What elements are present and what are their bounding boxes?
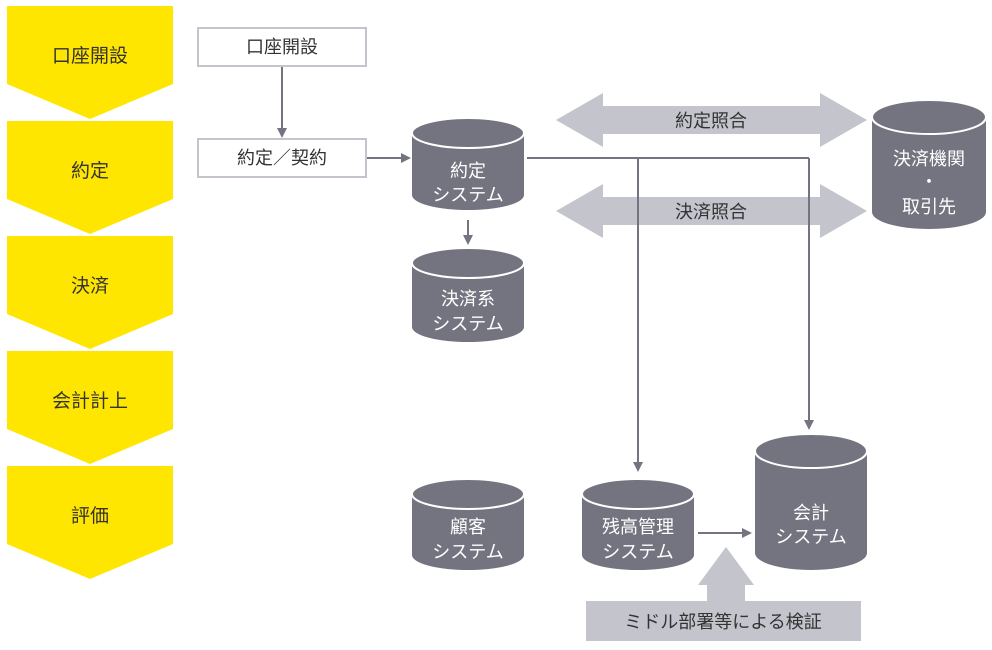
cylinder-settlement-system: 決済系 システム <box>411 247 525 342</box>
verification-callout: ミドル部署等による検証 <box>586 547 861 641</box>
stage-trade: 約定 <box>7 121 173 234</box>
process-box-label: 約定／契約 <box>237 148 327 169</box>
cylinder-label: 顧客 <box>450 517 486 538</box>
verification-band <box>586 601 861 641</box>
verification-up-arrow <box>698 547 754 601</box>
process-box-account-opening: 口座開設 <box>197 27 367 67</box>
cylinder-label: システム <box>432 314 503 335</box>
stage-label: 決済 <box>71 275 109 297</box>
connectors <box>277 67 814 538</box>
cylinder-label: システム <box>602 542 673 563</box>
process-box-trade-contract: 約定／契約 <box>197 138 367 178</box>
cylinder-label: ・ <box>920 172 938 193</box>
cylinder-label: 残高管理 <box>602 517 674 538</box>
stage-settlement: 決済 <box>7 236 173 349</box>
stage-label: 会計計上 <box>52 390 128 412</box>
cylinder-label: 決済機関 <box>893 149 965 170</box>
stage-column: 口座開設 約定 決済 会計計上 評価 <box>7 6 173 579</box>
cylinder-label: 約定 <box>450 161 486 182</box>
connector-overlay <box>637 197 810 225</box>
cylinder-trade-system: 約定 システム <box>411 117 525 210</box>
stage-label: 約定 <box>71 160 109 182</box>
cylinder-balance-system: 残高管理 システム <box>581 478 695 570</box>
settlement-matching-label: 決済照合 <box>675 202 747 223</box>
stage-label: 評価 <box>71 505 109 527</box>
cylinder-label: システム <box>432 542 503 563</box>
stage-accounting: 会計計上 <box>7 351 173 464</box>
stage-label: 口座開設 <box>52 45 128 67</box>
settlement-matching-arrow: 決済照合 <box>556 184 867 238</box>
trade-matching-arrow: 約定照合 <box>556 93 867 147</box>
cylinder-accounting-system: 会計 システム <box>754 433 868 570</box>
cylinder-customer-system: 顧客 システム <box>411 478 525 570</box>
stage-account-opening: 口座開設 <box>7 6 173 119</box>
trade-matching-label: 約定照合 <box>675 111 747 132</box>
cylinder-clearing-counterparty: 決済機関 ・ 取引先 <box>871 99 987 229</box>
cylinder-label: 取引先 <box>902 197 956 218</box>
cylinder-label: 会計 <box>793 503 829 524</box>
cylinder-label: システム <box>775 527 846 548</box>
cylinder-label: 決済系 <box>441 289 495 310</box>
stage-valuation: 評価 <box>7 466 173 579</box>
verification-label: ミドル部署等による検証 <box>624 612 821 633</box>
process-box-label: 口座開設 <box>246 37 318 58</box>
cylinder-label: システム <box>432 185 503 206</box>
